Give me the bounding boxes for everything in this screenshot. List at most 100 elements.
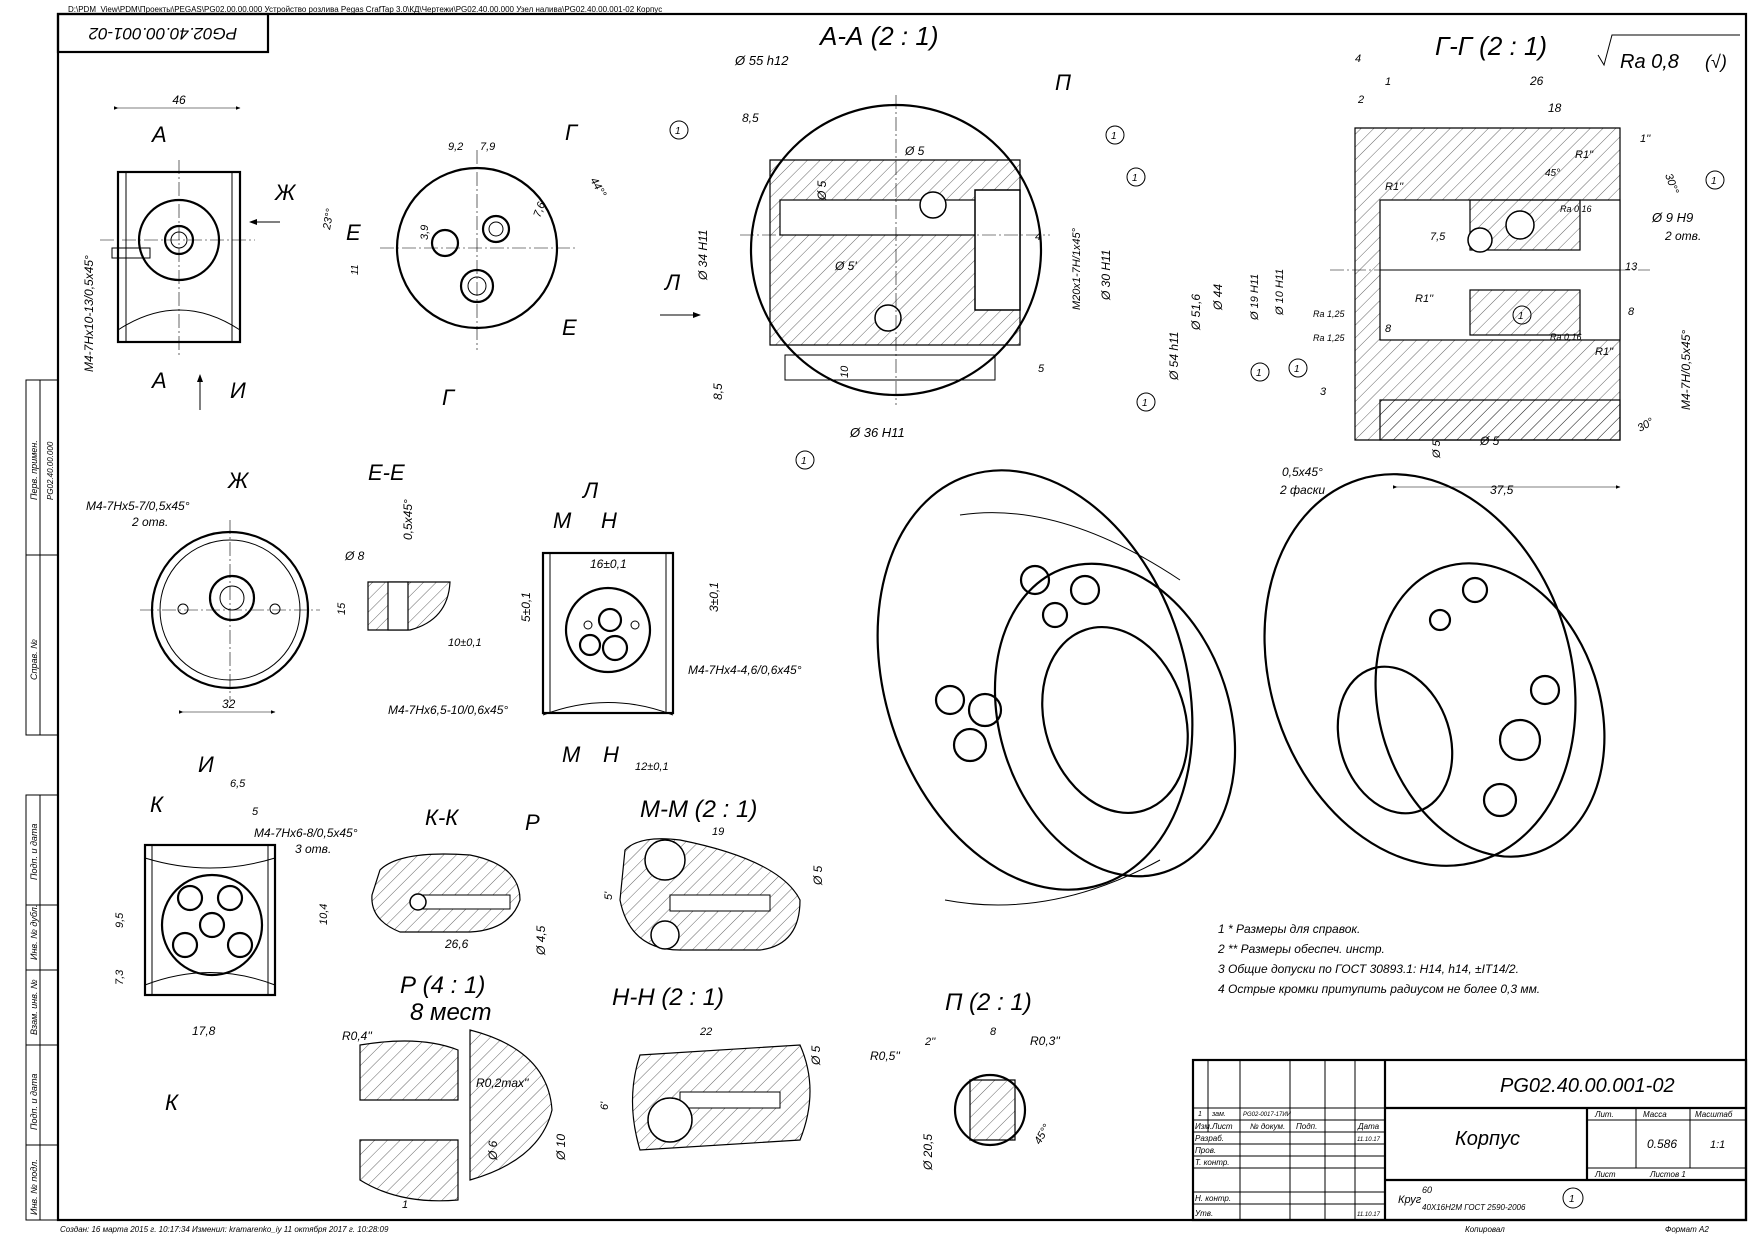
gg-dim-m4: M4-7H/0,5x45° (1679, 330, 1693, 410)
gg-dim-chamfer: 0,5x45° (1282, 465, 1323, 479)
gg-dim-8b: 8 (1628, 306, 1635, 318)
p-dim-r05: R0,5'' (870, 1049, 901, 1063)
gg-dim-2otv: 2 отв. (1664, 229, 1701, 243)
view-zh-title: Ж (227, 468, 250, 493)
section-gg: Г-Г (2 : 1) Ra 0,8 (√) 4 1 2 26 18 1'' R… (1136, 31, 1740, 497)
gg-dim-18: 18 (1548, 101, 1562, 115)
section-letter-m-top: М (553, 508, 572, 533)
note-1: 1 * Размеры для справок. (1218, 922, 1360, 936)
gg-dim-1: 1 (1385, 76, 1391, 88)
dim-m4-10: M4-7Hx10-13/0,5x45° (82, 255, 96, 372)
gg-dim-5b: Ø 5 (1479, 434, 1500, 448)
section-kk: К-К Р 26,6 Ø 4,5 (371, 805, 548, 956)
tb-change-num: 1 (1198, 1111, 1202, 1118)
gg-dim-51-6: Ø 51,6 (1189, 294, 1203, 331)
gg-ra125b: Ra 1,25 (1313, 333, 1346, 343)
tb-izm: Изм. (1195, 1122, 1212, 1131)
section-letter-m-bottom: М (562, 742, 581, 767)
dim-46: 46 (172, 93, 186, 107)
section-aa: А-А (2 : 1) Ø 55 h12 8,5 Ø 34 H11 Ø 5 Ø … (660, 21, 1146, 470)
section-letter-n-top: Н (601, 508, 617, 533)
gg-dim-4: 4 (1355, 53, 1361, 65)
note-3: 3 Общие допуски по ГОСТ 30893.1: H14, h1… (1218, 962, 1519, 976)
gg-dim-r1b: R1'' (1385, 181, 1404, 193)
aa-dim-55: Ø 55 h12 (734, 53, 789, 68)
aa-balloon-1b: 1 (1111, 131, 1117, 142)
aa-dim-30: Ø 30 H11 (1099, 250, 1113, 301)
tb-lit: Лит. (1594, 1110, 1614, 1119)
gg-balloon-1b: 1 (1142, 398, 1148, 409)
view-i: И К К 6,5 5 M4-7Hx6-8/0,5x45° 3 отв. 9,5… (114, 752, 358, 1115)
tb-material-prefix: Круг (1398, 1194, 1422, 1206)
section-nn-title: Н-Н (2 : 1) (612, 984, 724, 1011)
i-dim-10-4: 10,4 (318, 904, 330, 925)
gg-balloon-1e: 1 (1518, 311, 1524, 322)
aa-dim-5c: 5 (1038, 363, 1045, 375)
i-dim-3otv: 3 отв. (295, 842, 331, 856)
note-4: 4 Острые кромки притупить радиусом не бо… (1218, 982, 1540, 996)
tb-date-b: 11.10.17 (1357, 1212, 1381, 1218)
i-dim-7-3: 7,3 (114, 969, 126, 985)
mirrored-designation: PG02.40.00.001-02 (88, 24, 237, 43)
i-dim-17-8: 17,8 (192, 1024, 216, 1038)
sprav-no-label: Справ. № (29, 639, 39, 680)
title-block: 1 зам. PG02-0017-17ИИ Изм. Лист № докум.… (1191, 1058, 1748, 1222)
tb-balloon-1: 1 (1569, 1194, 1575, 1205)
section-ee-title: Е-Е (368, 460, 405, 485)
footer-format: Формат A2 (1665, 1225, 1709, 1234)
vzam-inv-label: Взам. инв. № (29, 979, 39, 1035)
gg-dim-r1d: R1'' (1595, 346, 1614, 358)
view-i-title: И (198, 752, 214, 777)
gg-ra125a: Ra 1,25 (1313, 309, 1346, 319)
view-l-title: Л (581, 478, 599, 503)
section-mm-title: М-М (2 : 1) (640, 796, 757, 823)
tb-razrab: Разраб. (1195, 1134, 1224, 1143)
r-dim-02max: R0,2max'' (476, 1076, 529, 1090)
tb-material-size: 60 (1422, 1185, 1432, 1195)
gg-dim-7-5: 7,5 (1430, 231, 1446, 243)
l-dim-5: 5±0,1 (519, 592, 533, 622)
ee-dim-15: 15 (336, 602, 348, 615)
r-dim-10: Ø 10 (554, 1134, 568, 1161)
tb-change-zam: зам. (1211, 1111, 1226, 1118)
r-dim-1: 1 (402, 1199, 408, 1211)
i-dim-9-5: 9,5 (114, 912, 126, 928)
gg-dim-3: 3 (1320, 386, 1327, 398)
podp-data-label-1: Подп. и дата (29, 824, 39, 880)
roughness-symbol: (√) (1705, 52, 1727, 72)
gg-balloon-1a: 1 (1711, 176, 1717, 187)
tb-data: Дата (1357, 1122, 1380, 1131)
technical-notes: 1 * Размеры для справок. 2 ** Размеры об… (1217, 922, 1540, 996)
tb-massa: Масса (1643, 1110, 1667, 1119)
section-mm: М-М (2 : 1) 19 5' Ø 5 (603, 796, 825, 951)
aa-balloon-1c: 1 (1132, 173, 1138, 184)
l-dim-3: 3±0,1 (707, 582, 721, 612)
aa-dim-8-5b: 8,5 (711, 383, 725, 400)
aa-dim-4: 4 (1035, 231, 1041, 243)
dim-11: 11 (350, 265, 361, 275)
dim-7-6: 7,6 (532, 200, 549, 219)
gg-dim-r1a: R1'' (1575, 149, 1594, 161)
section-letter-g-top: Г (565, 120, 579, 145)
nn-dim-6: 6' (599, 1101, 611, 1110)
gg-ra016a: Ra 0,16 (1560, 204, 1592, 214)
aa-dim-5-vert: Ø 5 (815, 180, 829, 201)
mirrored-designation-box (56, 12, 270, 54)
l-dim-12: 12±0,1 (635, 761, 669, 773)
section-letter-n-bottom: Н (603, 742, 619, 767)
left-side-strip: Перв. примен. PG02.40.00.000 Справ. № По… (25, 379, 59, 1221)
gg-dim-2: 2 (1357, 94, 1364, 106)
section-letter-e-right: Е (562, 315, 577, 340)
aa-dim-5: Ø 5 (904, 144, 925, 158)
gg-balloon-1d: 1 (1294, 364, 1300, 375)
aa-dim-m20: M20x1-7H/1x45° (1071, 227, 1083, 310)
gg-dim-13: 13 (1625, 261, 1638, 273)
aa-dim-10: 10 (839, 365, 851, 378)
file-path: D:\PDM_View\PDM\Проекты\PEGAS\PG02.00.00… (68, 5, 662, 14)
gg-dim-19: Ø 19 H11 (1249, 274, 1261, 321)
dim-9-2: 9,2 (448, 141, 463, 153)
view-letter-i: И (230, 378, 246, 403)
p-dim-20-5: Ø 20,5 (921, 1134, 935, 1171)
gg-balloon-1c: 1 (1256, 368, 1262, 379)
mm-dim-5b: Ø 5 (811, 865, 825, 886)
